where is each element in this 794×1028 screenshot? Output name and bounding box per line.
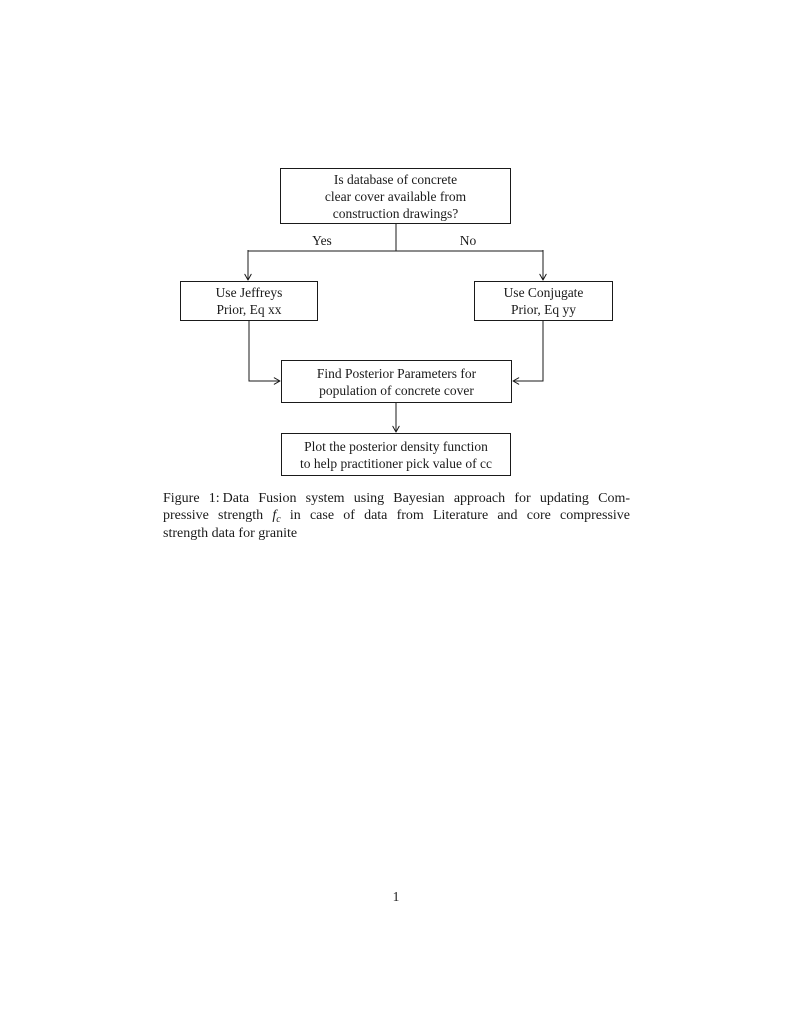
flowchart-node-decision: Is database of concrete clear cover avai… xyxy=(280,168,511,224)
node-text-line: Is database of concrete xyxy=(333,171,458,187)
caption-text: Data Fusion system using Bayesian approa… xyxy=(222,491,631,506)
caption-line-3: strength data for granite xyxy=(163,525,298,541)
math-subscript-c: c xyxy=(276,514,281,526)
node-text-line: to help practitioner pick value of cc xyxy=(300,455,492,471)
figure-label: Figure 1: xyxy=(163,491,220,506)
math-symbol-fc: f xyxy=(272,508,277,524)
node-text-line: Prior, Eq yy xyxy=(510,302,577,317)
node-text-line: Use Jeffreys xyxy=(215,285,283,300)
edge-jeffreys-to-posterior xyxy=(248,321,281,385)
flowchart-node-conjugate-prior: Use Conjugate Prior, Eq yy xyxy=(474,281,613,321)
page-number: 1 xyxy=(392,889,400,904)
node-text-line: Use Conjugate xyxy=(503,285,584,300)
caption-text: in case of data from Literature and core… xyxy=(280,508,630,524)
edge-conjugate-to-posterior xyxy=(512,321,544,385)
edge-label-no: No xyxy=(459,233,477,248)
caption-line-2: pressive strength fc in case of data fro… xyxy=(163,507,630,526)
flowchart-node-find-posterior: Find Posterior Parameters for population… xyxy=(281,360,512,403)
figure-caption: Figure 1:Data Fusion system using Bayesi… xyxy=(163,490,630,542)
node-text-line: clear cover available from xyxy=(324,188,467,204)
node-text-line: construction drawings? xyxy=(332,205,459,221)
node-text-line: Plot the posterior density function xyxy=(304,438,488,454)
node-text-line: Prior, Eq xx xyxy=(216,302,282,317)
flowchart-node-plot-density: Plot the posterior density function to h… xyxy=(281,433,511,476)
caption-text: pressive strength xyxy=(163,508,273,524)
flowchart-node-jeffreys-prior: Use Jeffreys Prior, Eq xx xyxy=(180,281,318,321)
node-text-line: Find Posterior Parameters for xyxy=(316,365,477,381)
edge-label-yes: Yes xyxy=(312,233,332,248)
caption-line-1: Figure 1:Data Fusion system using Bayesi… xyxy=(163,490,630,507)
node-text-line: population of concrete cover xyxy=(319,382,474,398)
